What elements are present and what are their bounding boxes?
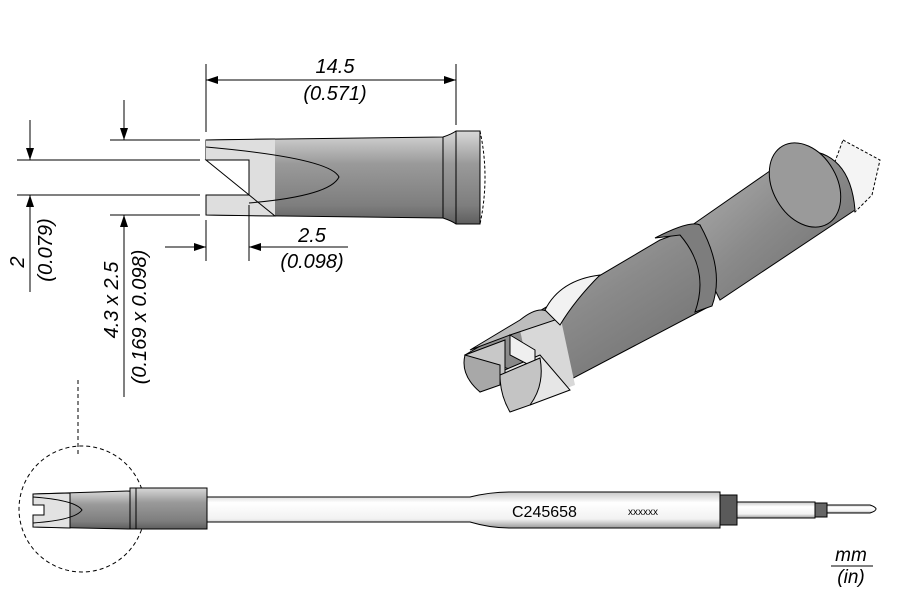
length-in: (0.571): [303, 83, 366, 105]
tip-3d-view: [463, 139, 881, 413]
tip-size-in: (0.169 x 0.098): [129, 250, 151, 385]
slot-depth-mm: 2.5: [297, 225, 327, 247]
slot-width-mm: 2: [7, 256, 29, 268]
part-number: C245658: [512, 504, 577, 521]
unit-secondary: (in): [837, 567, 864, 588]
batch-code: xxxxxx: [628, 507, 658, 518]
tip-size-mm: 4.3 x 2.5: [101, 261, 123, 339]
tip-side-view: [204, 130, 486, 225]
slot-depth-in: (0.098): [280, 251, 343, 273]
unit-primary: mm: [835, 545, 867, 566]
dimension-lines: [17, 64, 457, 397]
slot-width-in: (0.079): [35, 218, 57, 281]
length-mm: 14.5: [316, 56, 356, 78]
full-tip-view: [32, 487, 877, 530]
